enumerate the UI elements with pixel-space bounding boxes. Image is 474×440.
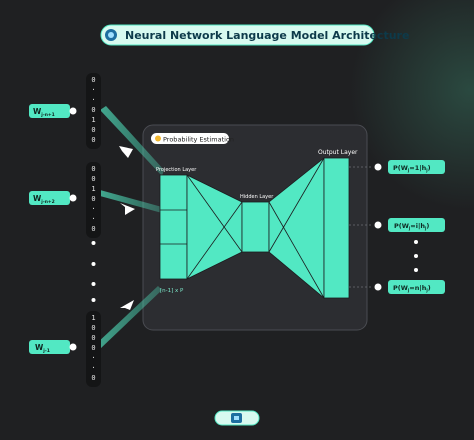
- vector-digit: 0: [91, 165, 95, 173]
- vector-digit: 0: [91, 344, 95, 352]
- svg-text:P(Wj=n|hj): P(Wj=n|hj): [393, 284, 431, 293]
- vector-digit: 0: [91, 334, 95, 342]
- projection-dimensions: [n-1] x P: [160, 288, 184, 294]
- vector-digit: ·: [91, 96, 95, 104]
- arrow-right-icon: [69, 194, 77, 202]
- output-probability-2: P(Wj=i|hj): [388, 218, 445, 232]
- input-connections: [96, 106, 164, 349]
- output-layer: [323, 157, 350, 299]
- vector-digit: 0: [91, 136, 95, 144]
- output-subscript: j: [424, 226, 427, 231]
- vector-digit: 0: [91, 195, 95, 203]
- onehot-vector-1: 0 · · 0 1 0 0: [86, 73, 101, 149]
- vector-digit: 0: [91, 76, 95, 84]
- vector-digit: 0: [91, 374, 95, 382]
- vector-digit: 0: [91, 225, 95, 233]
- arrow-icon: [120, 300, 134, 310]
- output-text: =i|h: [410, 222, 425, 231]
- probability-chip: Probability Estimation: [151, 133, 234, 144]
- vector-digit: 0: [91, 126, 95, 134]
- vector-digit: ·: [91, 86, 95, 94]
- output-subscript: j: [425, 288, 428, 293]
- vector-digit: 1: [91, 314, 95, 322]
- vector-digit: 1: [91, 116, 95, 124]
- vector-digit: 1: [91, 185, 95, 193]
- output-text: =n|h: [409, 284, 426, 293]
- input-word-label: W: [33, 194, 42, 203]
- output-subscript: j: [407, 288, 410, 293]
- onehot-vector-2: 0 0 1 0 · · 0: [86, 162, 101, 238]
- input-word-3: Wj-1: [29, 340, 77, 354]
- vector-digit: ·: [91, 215, 95, 223]
- svg-text:P(Wj=1|hj): P(Wj=1|hj): [393, 164, 431, 173]
- output-text: P(W: [393, 164, 408, 172]
- input-word-1: Wj-n+1: [29, 104, 77, 118]
- title-banner: Neural Network Language Model Architectu…: [100, 24, 409, 46]
- vector-digit: 0: [91, 175, 95, 183]
- input-word-subscript: j-n+1: [40, 112, 55, 118]
- projection-layer: [159, 174, 188, 280]
- bottom-logo-pill: [214, 410, 260, 426]
- page-title: Neural Network Language Model Architectu…: [125, 29, 409, 42]
- output-arrow-icons: [374, 163, 382, 291]
- output-text: P(W: [393, 284, 408, 292]
- output-text: ): [428, 284, 431, 292]
- vector-digit: 0: [91, 324, 95, 332]
- vector-digit: 0: [91, 106, 95, 114]
- vector-digit: ·: [91, 364, 95, 372]
- output-text: P(W: [394, 222, 409, 230]
- probability-label: Probability Estimation: [163, 136, 234, 144]
- input-word-subscript: j-n+2: [40, 199, 55, 205]
- output-subscript: j: [407, 168, 410, 173]
- svg-text:Wj-n+2: Wj-n+2: [33, 194, 55, 205]
- vector-digit: ·: [91, 354, 95, 362]
- vertical-ellipsis-right: [414, 240, 418, 272]
- input-word-subscript: j-1: [42, 348, 50, 354]
- arrow-right-icon: [374, 221, 382, 229]
- output-subscript: j: [425, 168, 428, 173]
- vector-digit: ·: [91, 205, 95, 213]
- arrow-right-icon: [69, 343, 77, 351]
- input-word-label: W: [35, 343, 44, 352]
- svg-text:P(Wj=i|hj): P(Wj=i|hj): [394, 222, 429, 231]
- projection-to-hidden-funnel: [186, 174, 243, 280]
- output-connectors: [349, 166, 373, 288]
- vertical-ellipsis-left: [91, 241, 96, 302]
- arrow-right-icon: [69, 107, 77, 115]
- svg-text:Wj-1: Wj-1: [35, 343, 50, 354]
- bulb-icon: [155, 135, 161, 142]
- onehot-vector-3: 1 0 0 0 · · 0: [86, 311, 101, 387]
- hidden-layer-label: Hidden Layer: [240, 194, 274, 200]
- output-text: ): [428, 164, 431, 172]
- output-subscript: j: [408, 226, 411, 231]
- arrow-icon: [120, 203, 135, 215]
- output-layer-label: Output Layer: [318, 149, 358, 156]
- arrow-right-icon: [374, 283, 382, 291]
- input-word-label: W: [33, 107, 42, 116]
- projection-layer-label: Projection Layer: [156, 167, 197, 173]
- arrow-right-icon: [374, 163, 382, 171]
- output-text: ): [426, 222, 429, 230]
- hidden-layer: [241, 201, 270, 253]
- output-probability-1: P(Wj=1|hj): [388, 160, 445, 174]
- output-probability-3: P(Wj=n|hj): [388, 280, 445, 294]
- svg-text:Wj-n+1: Wj-n+1: [33, 107, 55, 118]
- output-text: =1|h: [409, 164, 426, 173]
- input-word-2: Wj-n+2: [29, 191, 77, 205]
- arrow-icon: [119, 146, 133, 158]
